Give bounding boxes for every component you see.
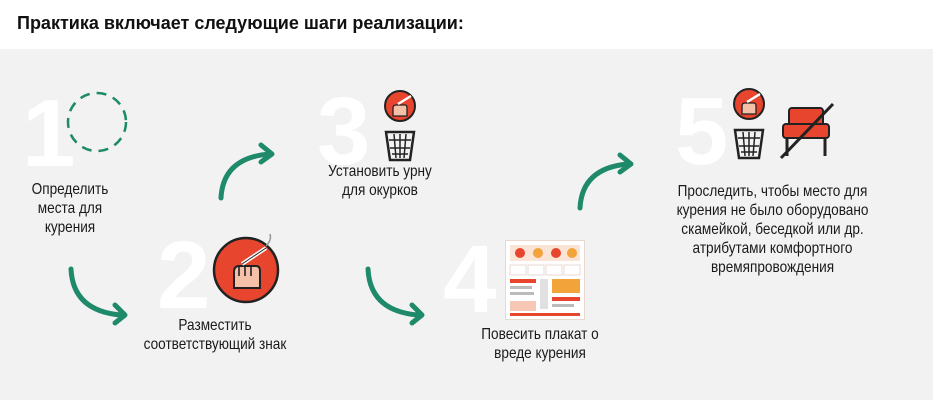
- dashed-circle-icon: [66, 91, 128, 153]
- step-1-number: 1: [22, 80, 76, 187]
- step-1-label: Определить места для курения: [31, 181, 109, 236]
- page-title: Практика включает следующие шаги реализа…: [17, 13, 464, 33]
- arrow-step4-to-step5-icon: [577, 152, 634, 211]
- step-3-label: Установить урну для окурков: [328, 163, 432, 199]
- step-2-label: Разместить соответствующий знак: [143, 317, 287, 353]
- step-3-number: 3: [317, 78, 371, 185]
- arrow-step2-to-step3-icon: [218, 142, 275, 201]
- smoking-hand-trash-bin-crossed-chair-icon: [733, 88, 835, 160]
- steps-panel: [0, 49, 933, 400]
- step-5-label: Проследить, чтобы место для курения не б…: [676, 183, 869, 276]
- smoking-hand-and-trash-bin-icon: [384, 90, 416, 162]
- smoking-hand-icon: [212, 233, 280, 304]
- step-4-label: Повесить плакат о вреде курения: [481, 326, 599, 362]
- arrow-step3-to-step4-icon: [365, 266, 425, 326]
- crossed-armchair-icon: [779, 102, 835, 160]
- step-2-number: 2: [157, 222, 211, 329]
- arrow-step1-to-step2-icon: [68, 266, 128, 326]
- step-4-number: 4: [443, 226, 497, 333]
- anti-smoking-poster-icon: [505, 240, 585, 320]
- step-5-number: 5: [675, 78, 729, 185]
